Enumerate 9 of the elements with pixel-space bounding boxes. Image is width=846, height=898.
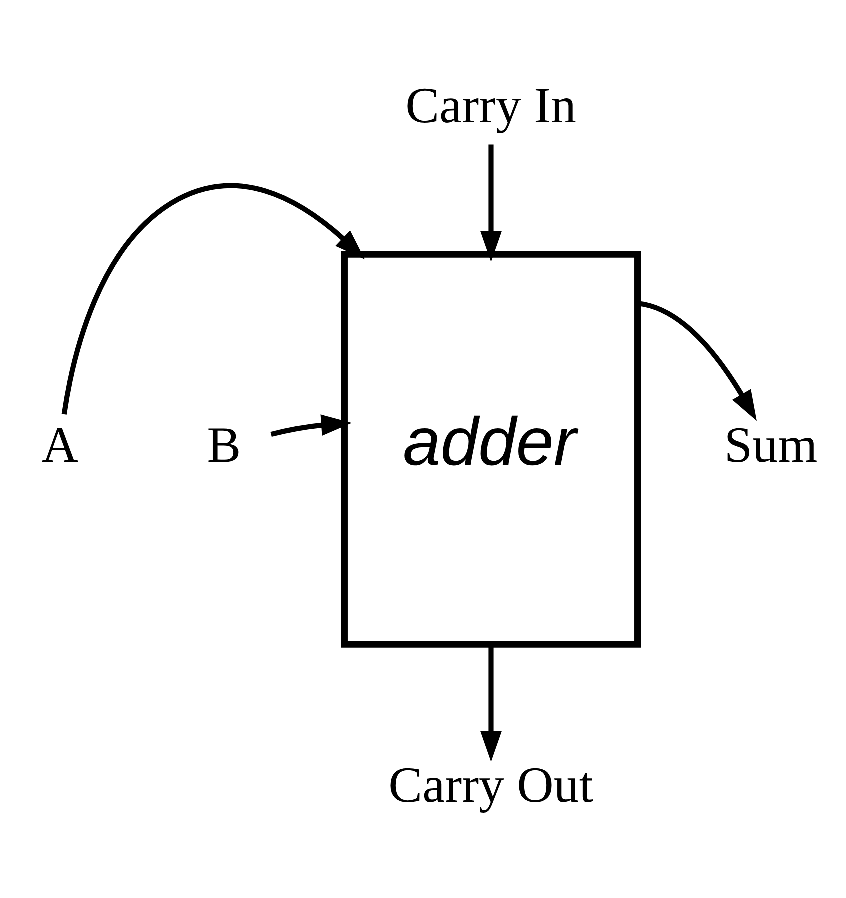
arrow (480, 144, 502, 262)
node-text: Sum (724, 418, 818, 474)
arrow (270, 414, 352, 436)
arrow (62, 182, 366, 414)
node-box: adder (341, 250, 642, 648)
node-text: A (42, 418, 79, 474)
node-text: Carry In (406, 78, 577, 134)
node-text: Carry Out (388, 758, 594, 814)
node-text: B (207, 418, 242, 474)
